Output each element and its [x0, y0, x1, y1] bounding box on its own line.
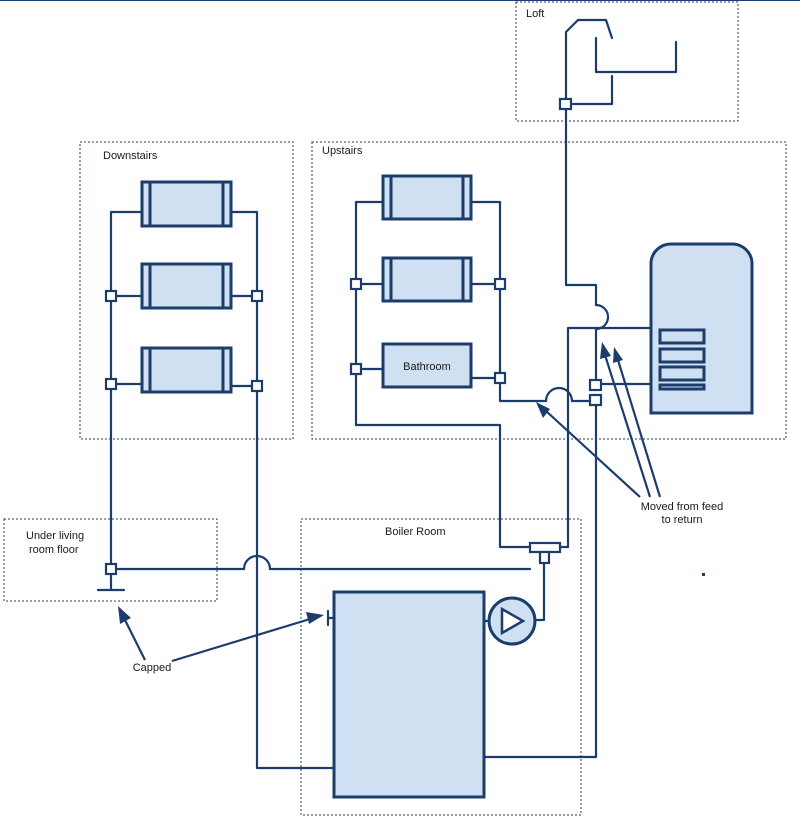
zone-upstairs-label: Upstairs: [322, 145, 363, 157]
pump-feed: [534, 561, 546, 622]
radiator-valve: [250, 379, 264, 393]
pipe-hop: [544, 386, 574, 403]
pump: [487, 596, 537, 646]
vent-pipe: [564, 107, 598, 307]
radiator-valve: [493, 371, 507, 385]
coil-valve: [588, 393, 603, 407]
stray-dot: [702, 573, 705, 576]
zone-under-floor-label-2: room floor: [29, 544, 79, 556]
vent-pipe-hop: [594, 303, 610, 331]
zone-upstairs: [311, 141, 787, 440]
zone-boiler-room: [300, 518, 582, 816]
under-floor-pipe: [96, 554, 532, 592]
flow-to-cylinder: [558, 326, 662, 549]
return-to-boiler: [482, 399, 598, 759]
radiator: [140, 180, 233, 228]
capped-label: Capped: [133, 662, 172, 674]
radiator-valve: [250, 289, 264, 303]
hot-water-cylinder: [649, 242, 754, 415]
loft-valve: [558, 97, 573, 111]
upstairs-circuit: [354, 200, 548, 549]
feed-and-expansion-tank: [564, 18, 678, 106]
zone-loft: [515, 1, 739, 122]
capped-annotation: [118, 606, 324, 663]
radiator: [140, 346, 233, 394]
bathroom-radiator: [381, 342, 473, 389]
radiator: [381, 256, 473, 303]
capped-valve: [104, 562, 118, 576]
moved-label-2: to return: [662, 514, 703, 526]
moved-label-1: Moved from feed: [641, 501, 724, 513]
radiator: [140, 262, 233, 310]
zone-loft-label: Loft: [526, 8, 544, 20]
moved-annotation: [536, 342, 662, 498]
radiator: [381, 174, 473, 221]
coil-valve: [588, 378, 603, 392]
downstairs-circuit: [109, 210, 335, 770]
radiator-valve: [104, 377, 118, 391]
radiator-valve: [349, 362, 363, 376]
zone-under-floor-label-1: Under living: [26, 530, 84, 542]
radiator-valve: [493, 277, 507, 291]
radiator-valve: [349, 277, 363, 291]
zone-boiler-room-label: Boiler Room: [385, 526, 446, 538]
tee-fitting: [528, 541, 562, 565]
bathroom-label: Bathroom: [403, 361, 451, 373]
zone-under-floor: [3, 518, 218, 602]
boiler-capped-stub: [326, 609, 336, 627]
zone-downstairs: [79, 141, 294, 440]
radiator-valve: [104, 289, 118, 303]
boiler: [332, 590, 486, 799]
zone-downstairs-label: Downstairs: [103, 150, 158, 162]
